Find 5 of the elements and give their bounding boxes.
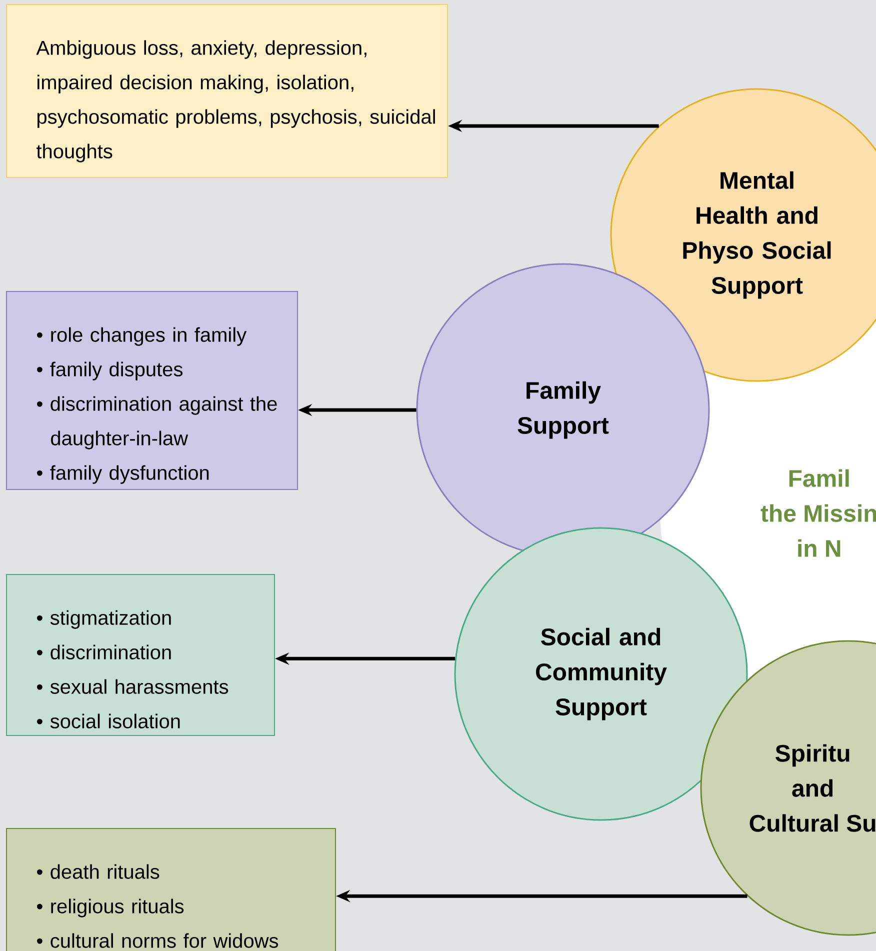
text-box: • death rituals • religious rituals • cultural norms for widows: [6, 828, 336, 951]
center-title: Famil the Missin in N: [760, 469, 876, 557]
text-box: • stigmatization • discrimination • sexual harassments • social isolation: [6, 574, 275, 736]
text-box: Ambiguous loss, anxiety, depression, impaired decision making, isolation, psychosomatic problems, psychosis, suicidal thoughts: [6, 4, 448, 178]
text-box: • role changes in family • family disputes • discrimination against the daughter-in-law • family dysfunction: [6, 291, 298, 490]
